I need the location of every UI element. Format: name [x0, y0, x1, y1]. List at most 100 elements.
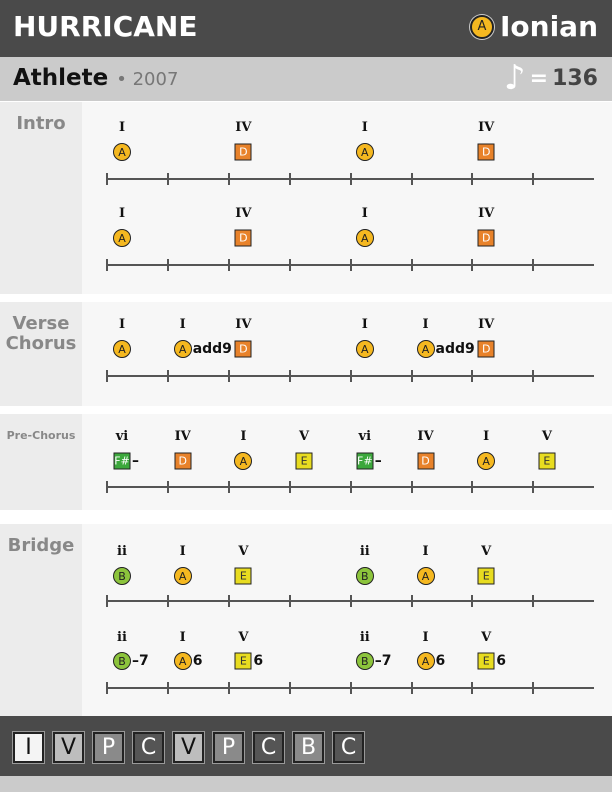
chord-e[interactable]: E [538, 452, 556, 470]
beat-tick [227, 259, 230, 271]
chord-d[interactable]: D [477, 340, 495, 358]
chord-b[interactable]: B [355, 567, 374, 585]
roman-numeral: V [299, 429, 310, 444]
beat-tick [166, 259, 169, 271]
beat-tick [227, 595, 230, 607]
chord-b[interactable]: B [113, 652, 131, 670]
chord-a[interactable]: A [416, 652, 435, 670]
chord-a[interactable]: A [113, 340, 131, 358]
artist-name: Athlete [13, 65, 109, 91]
beat-tick [471, 259, 474, 271]
beat-tick [410, 595, 413, 607]
roman-numeral: I [179, 544, 186, 559]
nav-button-i[interactable]: I [12, 731, 45, 764]
nav-button-b[interactable]: B [292, 731, 325, 764]
chord-d[interactable]: D [234, 143, 252, 161]
beat-tick [471, 595, 474, 607]
song-header: HURRICANE A Ionian [0, 0, 612, 57]
beat-tick [106, 370, 108, 382]
roman-numeral: vi [115, 429, 129, 444]
beat-tick [106, 173, 108, 185]
roman-numeral: ii [359, 544, 370, 559]
beat-tick [349, 259, 352, 271]
beat-tick [532, 259, 535, 271]
section-label: Pre-Chorus [0, 414, 82, 510]
section-label: Bridge [0, 524, 82, 716]
roman-numeral: I [361, 317, 368, 332]
chord-a[interactable]: A [355, 229, 374, 247]
chord-a[interactable]: A [173, 340, 192, 358]
roman-numeral: I [361, 206, 368, 221]
chord-d[interactable]: D [417, 452, 434, 470]
roman-numeral: V [238, 630, 249, 645]
nav-button-c[interactable]: C [252, 731, 285, 764]
key-note-icon: A [469, 14, 494, 39]
chord-a[interactable]: A [234, 452, 253, 470]
beat-tick [166, 595, 169, 607]
nav-button-c[interactable]: C [132, 731, 165, 764]
chord-a[interactable]: A [113, 143, 131, 161]
beat-tick [349, 481, 352, 493]
nav-button-v[interactable]: V [172, 731, 205, 764]
chord-a[interactable]: A [355, 143, 374, 161]
roman-numeral: I [240, 429, 247, 444]
beat-tick [410, 173, 413, 185]
roman-numeral: IV [235, 120, 252, 135]
chord-b[interactable]: B [355, 652, 374, 670]
chord-d[interactable]: D [234, 229, 252, 247]
chord-e[interactable]: E [477, 652, 495, 670]
beat-tick [227, 370, 230, 382]
chord-a[interactable]: A [113, 229, 131, 247]
roman-numeral: V [238, 544, 249, 559]
roman-numeral: I [483, 429, 490, 444]
chord-suffix: add9 [192, 341, 232, 357]
beat-tick [532, 173, 535, 185]
chord-a[interactable]: A [477, 452, 496, 470]
chord-a[interactable]: A [173, 652, 192, 670]
beat-tick [227, 481, 230, 493]
beat-tick [166, 682, 169, 694]
eighth-note-icon: ♪ [503, 58, 526, 98]
beat-tick [166, 481, 169, 493]
chord-e[interactable]: E [234, 652, 252, 670]
beat-tick [532, 481, 535, 493]
roman-numeral: IV [417, 429, 434, 444]
chord-a[interactable]: A [416, 567, 435, 585]
beat-tick [471, 682, 474, 694]
chord-e[interactable]: E [295, 452, 313, 470]
beat-tick [166, 370, 169, 382]
roman-numeral: I [118, 317, 126, 332]
beat-tick [288, 370, 291, 382]
chord-d[interactable]: D [477, 143, 495, 161]
bottom-bar [0, 776, 612, 792]
nav-button-p[interactable]: P [92, 731, 125, 764]
tempo-value: 136 [552, 65, 598, 91]
roman-numeral: I [179, 630, 186, 645]
chord-a[interactable]: A [416, 340, 435, 358]
chord-a[interactable]: A [173, 567, 192, 585]
mode-label: Ionian [499, 10, 598, 43]
chord-fsharp[interactable]: F# [356, 452, 374, 470]
chord-d[interactable]: D [174, 452, 192, 470]
chord-a[interactable]: A [355, 340, 374, 358]
roman-numeral: I [422, 544, 429, 559]
chord-d[interactable]: D [477, 229, 495, 247]
beat-tick [106, 595, 108, 607]
beat-tick [227, 682, 230, 694]
nav-button-p[interactable]: P [212, 731, 245, 764]
nav-button-c[interactable]: C [332, 731, 365, 764]
chord-suffix: –7 [374, 653, 392, 669]
chord-b[interactable]: B [113, 567, 131, 585]
beat-tick [349, 682, 352, 694]
chord-e[interactable]: E [477, 567, 495, 585]
beat-tick [106, 682, 108, 694]
chord-fsharp[interactable]: F# [113, 452, 131, 470]
chord-e[interactable]: E [234, 567, 252, 585]
chord-d[interactable]: D [234, 340, 252, 358]
nav-button-v[interactable]: V [52, 731, 85, 764]
roman-numeral: I [422, 317, 429, 332]
